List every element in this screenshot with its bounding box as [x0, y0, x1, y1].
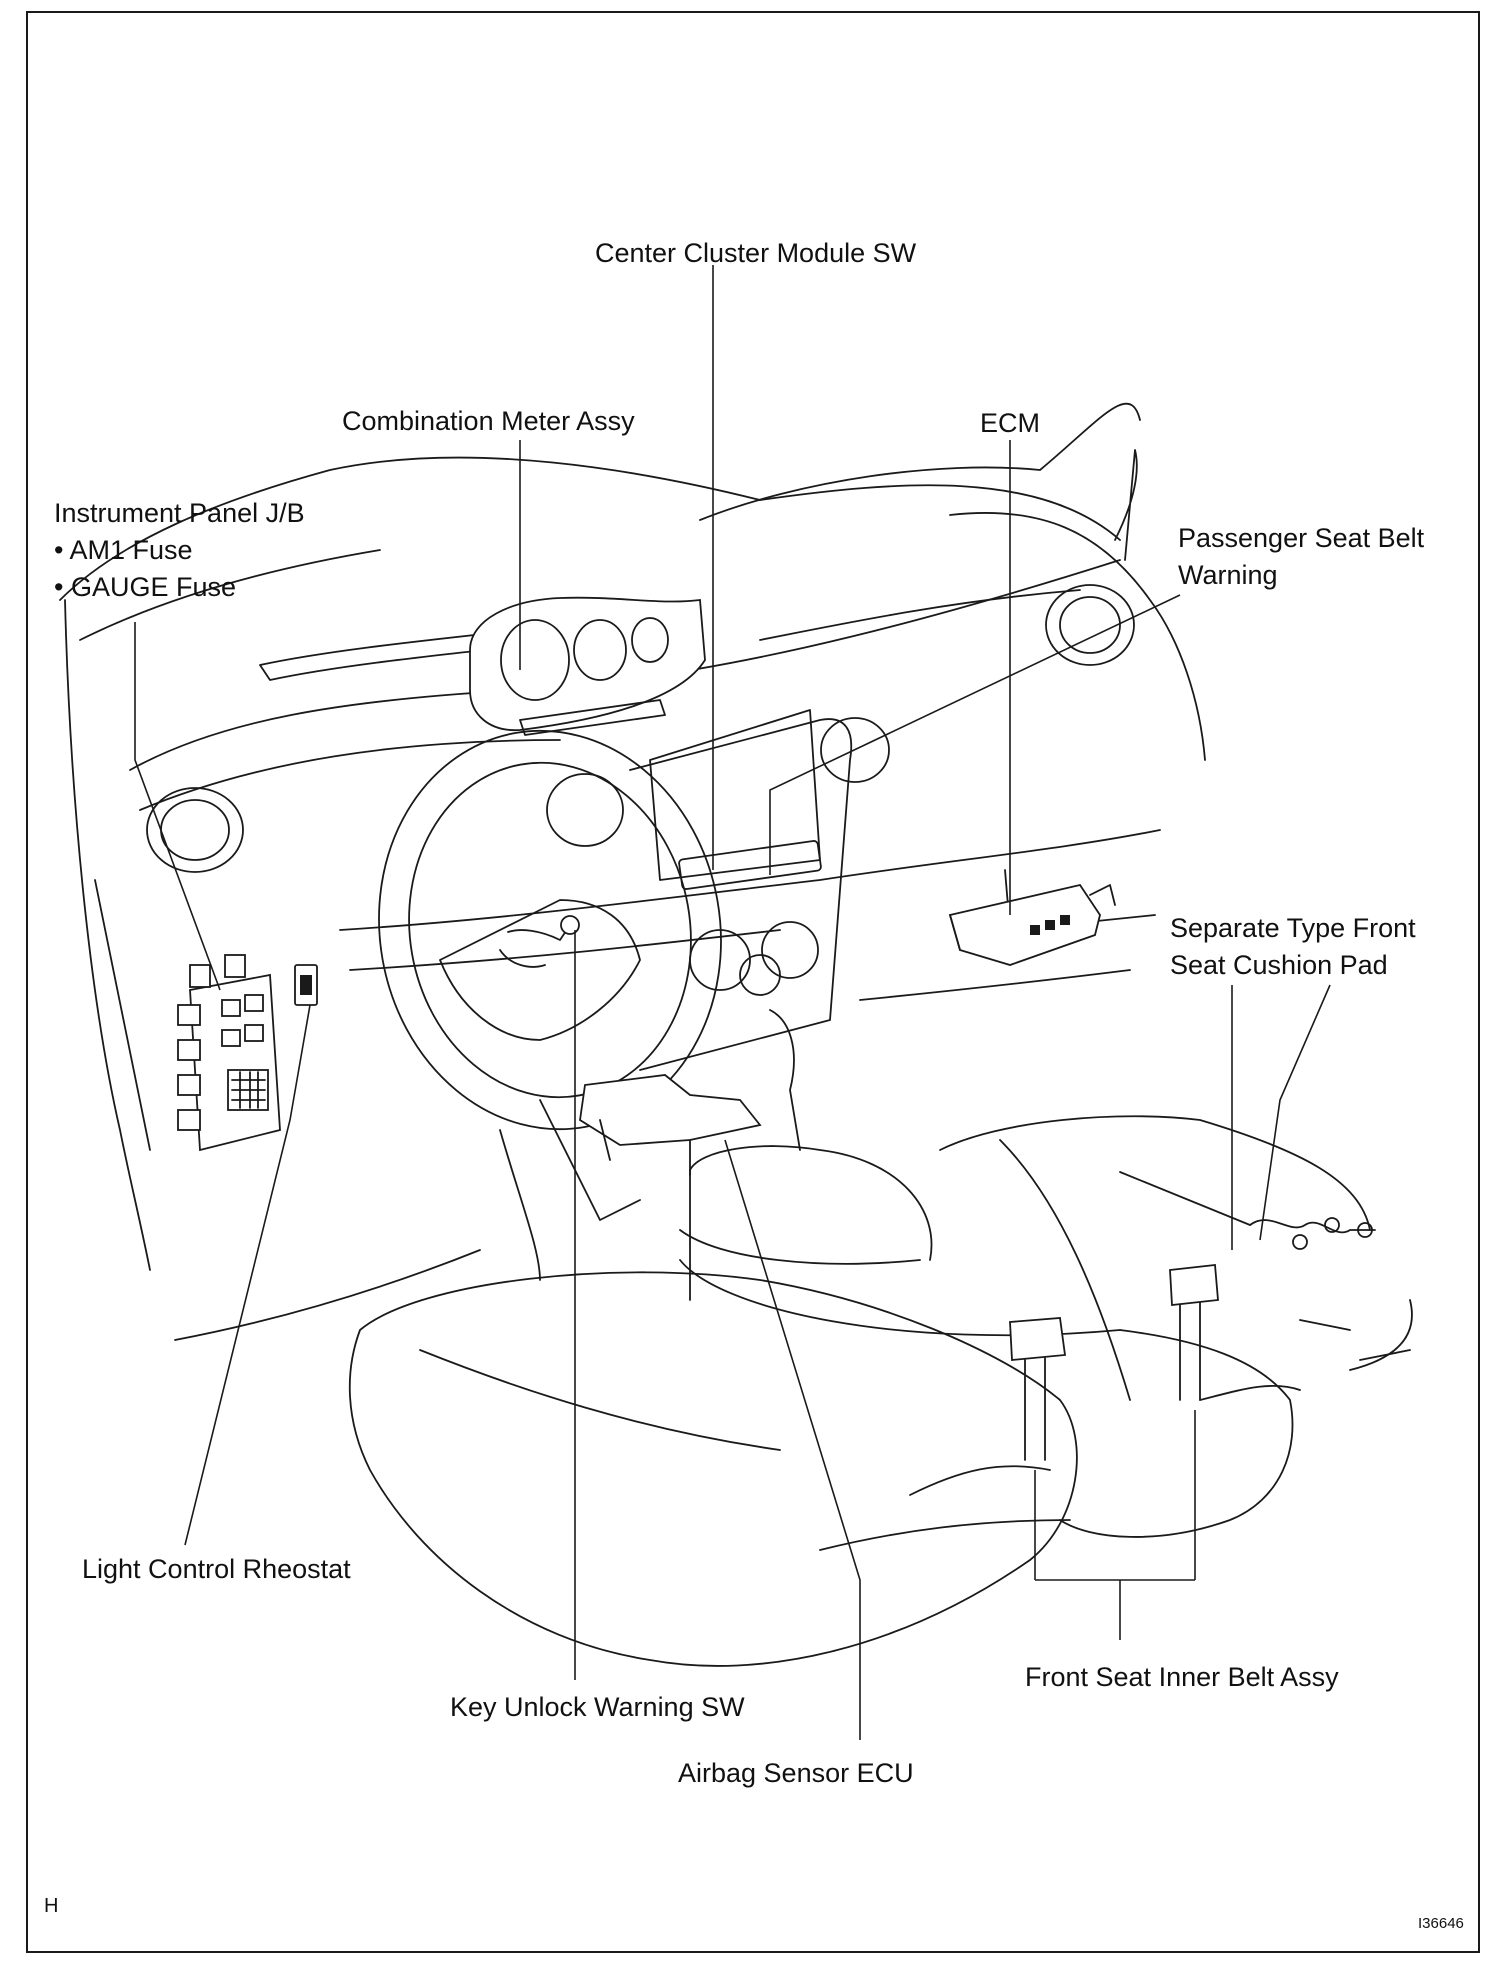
seat-cushion-pad-drawing [1119, 1171, 1376, 1250]
ecm-drawing [948, 883, 1116, 966]
label-seat-cushion-pad-line2: Seat Cushion Pad [1170, 950, 1388, 980]
combination-meter-drawing [469, 596, 706, 736]
label-gauge-fuse: • GAUGE Fuse [54, 572, 236, 602]
light-rheostat-drawing [294, 964, 318, 1006]
corner-letter: H [44, 1895, 58, 1917]
label-am1-fuse: • AM1 Fuse [54, 535, 193, 565]
dashboard-illustration [59, 402, 1413, 1667]
label-front-seat-inner-belt-assy: Front Seat Inner Belt Assy [1025, 1662, 1339, 1692]
label-airbag-sensor-ecu: Airbag Sensor ECU [678, 1758, 914, 1788]
page-border [26, 11, 1480, 1953]
label-light-control-rheostat: Light Control Rheostat [82, 1554, 351, 1584]
label-ecm: ECM [980, 408, 1040, 438]
label-key-unlock-warning-sw: Key Unlock Warning SW [450, 1692, 745, 1722]
label-center-cluster-module-sw: Center Cluster Module SW [595, 238, 917, 268]
label-instrument-panel-jb: Instrument Panel J/B [54, 498, 305, 528]
label-combination-meter-assy: Combination Meter Assy [342, 406, 635, 436]
seat-belt-buckles-drawing [909, 1264, 1301, 1496]
label-separate-type-front-line1: Separate Type Front [1170, 913, 1416, 943]
figure-number: I36646 [1418, 1915, 1464, 1932]
airbag-ecu-drawing [579, 1074, 762, 1176]
label-passenger-seat-belt-line1: Passenger Seat Belt [1178, 523, 1425, 553]
instrument-panel-jb-drawing [177, 954, 281, 1152]
leader-lines [134, 265, 1331, 1740]
label-passenger-seat-belt-line2: Warning [1178, 560, 1278, 590]
steering-wheel-drawing [378, 729, 722, 1221]
